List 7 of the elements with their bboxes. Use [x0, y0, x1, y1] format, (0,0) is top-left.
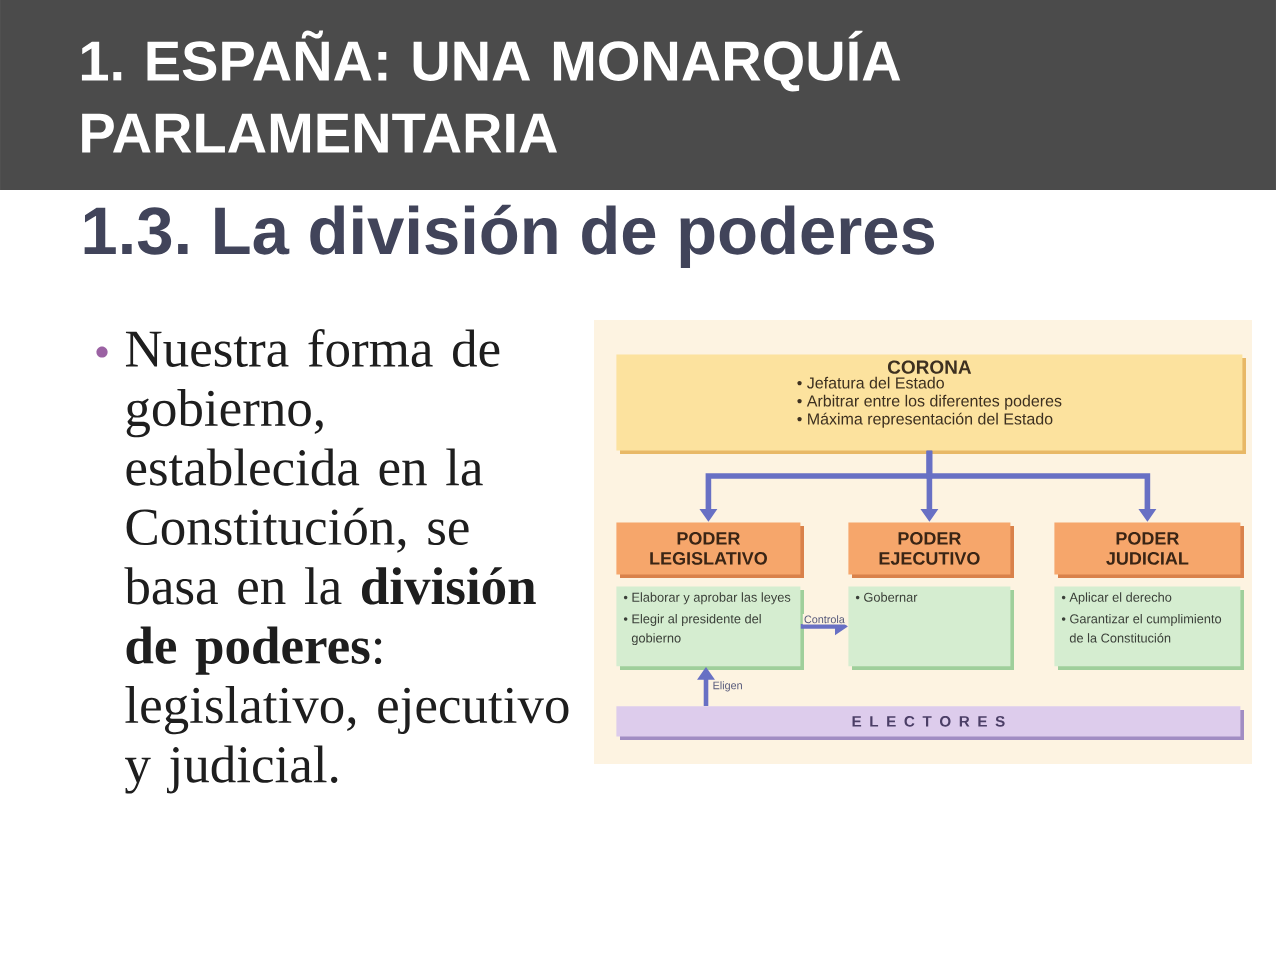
header-box: PODER EJECUTIVO [848, 522, 1014, 578]
header-box: PODER JUDICIAL [1054, 522, 1244, 578]
bullet-text: Nuestra forma de gobierno, establecida en la Constitución, se basa en la división de poderes: legislativo, ejecutivo y judicial. [124, 329, 569, 794]
header-box: PODER LEGISLATIVO [616, 522, 804, 578]
section-heading: 1.3. La división de poderes [84, 204, 935, 268]
title-banner: 1. ESPAÑA: UNA MONARQUÍA PARLAMENTARIA [0, 0, 1276, 190]
crown-box: CORONA • Jefatura del Estado • Arbitrar entre los diferentes poderes • Máxima representación del Estado [616, 354, 1246, 454]
